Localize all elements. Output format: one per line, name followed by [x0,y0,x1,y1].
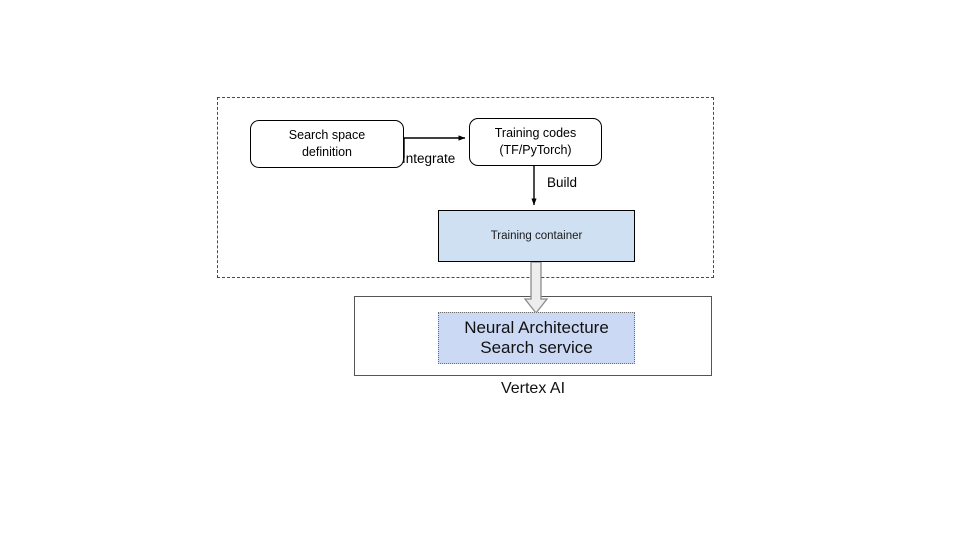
node-training-codes[interactable]: Training codes(TF/PyTorch) [469,118,602,166]
node-label: Training container [490,230,583,242]
node-label: Training codes(TF/PyTorch) [494,126,577,157]
node-training-container[interactable]: Training container [438,210,635,262]
vertex-ai-label: Vertex AI [500,380,566,397]
edge-label-build: Build [547,175,578,190]
user-environment-group [217,97,714,278]
edge-label-integrate: Integrate [402,151,456,166]
